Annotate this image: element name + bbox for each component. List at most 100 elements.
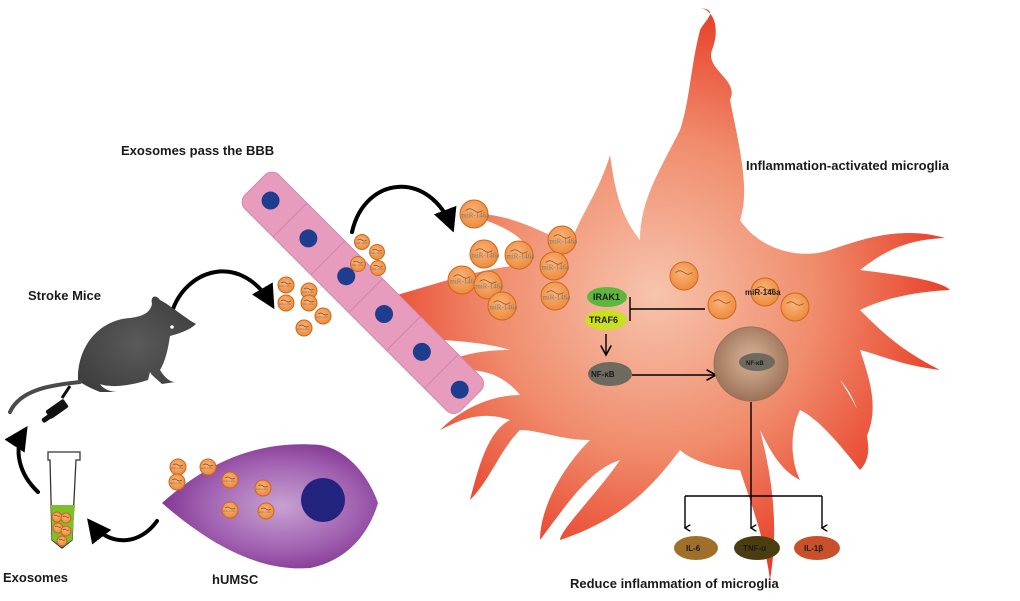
exosome: miR-146a — [354, 234, 370, 250]
exosome-cargo-label: miR-146a — [171, 466, 184, 470]
exosome: miR-146a — [369, 244, 385, 260]
signaling-pathway: IRAK1 TRAF6 NF-κB NF-κB IL-6 TNF-α IL-1β — [585, 287, 840, 560]
exosome-cargo-label: miR-146a — [475, 283, 504, 291]
exosome-cargo-label: miR-146a — [279, 302, 292, 306]
label-inflammation-microglia: Inflammation-activated microglia — [746, 158, 950, 173]
label-mirna-146a: miR-146a — [745, 288, 781, 297]
humsc-nucleus — [301, 478, 345, 522]
il6-node — [674, 536, 718, 560]
arrow-mouse-to-bbb — [170, 269, 275, 314]
nfkb-cytoplasm-label: NF-κB — [591, 370, 615, 379]
exosome — [669, 261, 699, 291]
label-exosomes-pass-bbb: Exosomes pass the BBB — [121, 143, 274, 158]
exosome-cargo-label: miR-146a — [549, 238, 578, 246]
traf6-node — [585, 310, 627, 330]
exosome-cargo-label: miR-146a — [449, 278, 478, 286]
exosome — [60, 525, 72, 537]
exosome — [707, 290, 737, 320]
exosome — [60, 512, 72, 524]
exosome: miR-146a — [540, 281, 571, 311]
exosome: miR-146a — [473, 270, 504, 300]
exosome-cargo-label: miR-146a — [371, 267, 384, 271]
il1b-label: IL-1β — [804, 544, 823, 553]
exosome-cargo-label: miR-146a — [316, 315, 329, 319]
label-stroke-mice: Stroke Mice — [28, 288, 101, 303]
exosome: miR-146a — [221, 471, 239, 489]
label-reduce-inflammation: Reduce inflammation of microglia — [570, 576, 780, 591]
exosome-cargo-label: miR-146a — [471, 252, 500, 260]
exosome-cargo-label: miR-146a — [259, 510, 272, 514]
exosome: miR-146a — [257, 502, 275, 520]
bbb-nucleus — [375, 305, 394, 324]
exosome-cargo-label: miR-146a — [279, 284, 292, 288]
bbb-nucleus — [337, 267, 356, 286]
exosome: miR-146a — [447, 265, 478, 295]
microglia-cell — [360, 8, 950, 580]
bbb-nucleus — [450, 380, 469, 399]
nfkb-nucleus-label: NF-κB — [746, 361, 764, 367]
exosome-cargo-label: miR-146a — [370, 251, 383, 255]
exosome-cargo-label: miR-146a — [201, 466, 214, 470]
flow-arrows — [4, 184, 457, 545]
bbb-nucleus — [412, 342, 431, 361]
exosome: miR-146a — [254, 479, 272, 497]
exosome-cargo-label: miR-146a — [223, 509, 236, 513]
exosome-cargo-label: miR-146a — [256, 487, 269, 491]
exosome-cargo-label: miR-146a — [355, 241, 368, 245]
nfkb-nucleus-node — [739, 353, 775, 371]
irak1-label: IRAK1 — [593, 292, 620, 302]
exosome-cargo-label: miR-146a — [302, 302, 315, 306]
mouse-eye — [170, 325, 174, 329]
exosome: miR-146a — [504, 240, 535, 270]
bbb-cell-junction — [423, 353, 459, 389]
exosome: miR-146a — [370, 260, 386, 276]
label-humsc: hUMSC — [212, 572, 259, 587]
stroke-mouse — [8, 296, 196, 423]
bbb-nucleus — [261, 191, 280, 210]
tnfa-node — [734, 536, 780, 560]
exosome — [56, 535, 68, 547]
il1b-node — [794, 536, 840, 560]
exosome: miR-146a — [221, 501, 239, 519]
bbb-cell-junction — [310, 240, 346, 276]
arrow-bbb-to-microglia — [350, 184, 457, 234]
exosome: miR-146a — [300, 294, 318, 312]
bbb-cell-junction — [272, 202, 308, 238]
exosome: miR-146a — [487, 291, 518, 321]
exosome: miR-146a — [469, 239, 500, 269]
bbb-cell-junction — [348, 278, 383, 313]
exosome: miR-146a — [295, 319, 313, 337]
nfkb-cytoplasm-node — [588, 362, 632, 386]
microglia-body — [360, 8, 950, 580]
arrow-exosomes-to-mouse — [4, 425, 40, 494]
mouse-tail — [8, 380, 82, 414]
exosome: miR-146a — [169, 458, 187, 476]
exosome-tube — [47, 451, 81, 549]
exosome: miR-146a — [350, 256, 366, 272]
bbb-endothelium — [241, 171, 484, 414]
bbb-nucleus — [299, 229, 318, 248]
arrow-humsc-to-exosomes — [87, 518, 159, 545]
exosome-cargo-label: miR-146a — [170, 481, 183, 485]
exosome: miR-146a — [277, 276, 295, 294]
mouse-body — [78, 296, 196, 392]
tnfa-label: TNF-α — [743, 544, 766, 553]
exosome-cargo-label: miR-146a — [461, 212, 490, 220]
exosome: miR-146a — [539, 251, 570, 281]
exosome-cargo-label: miR-146a — [506, 253, 535, 261]
exosome-cargo-label: miR-146a — [542, 294, 571, 302]
cytokine-branch — [685, 402, 822, 528]
exosome-cargo-label: miR-146a — [351, 263, 364, 267]
exosome — [780, 292, 810, 322]
exosome: miR-146a — [168, 473, 186, 491]
irak1-node — [587, 287, 627, 307]
label-exosomes: Exosomes — [3, 570, 68, 585]
exosome: miR-146a — [314, 307, 332, 325]
bbb-cell-junction — [386, 316, 421, 351]
syringe-icon — [41, 385, 72, 423]
exosome: miR-146a — [277, 294, 295, 312]
exosome-cargo-label: miR-146a — [489, 304, 518, 312]
